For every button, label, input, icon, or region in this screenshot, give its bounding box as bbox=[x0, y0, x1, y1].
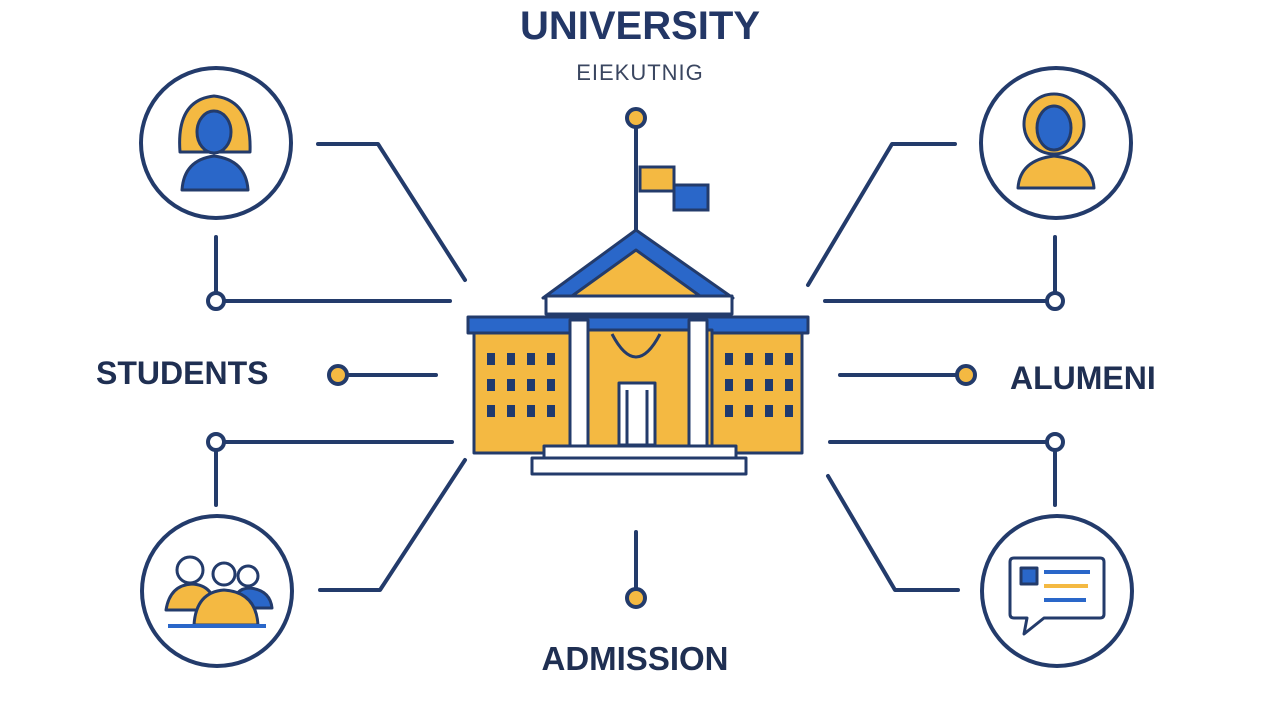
connector-bottom-right bbox=[826, 474, 960, 592]
admission-label: ADMISSION bbox=[541, 640, 729, 677]
dot-flagpole-top bbox=[625, 107, 647, 129]
diagram-subtitle: EIEKUTNIG bbox=[576, 60, 704, 85]
door bbox=[617, 381, 657, 447]
connector-dots bbox=[206, 291, 1065, 452]
column-left bbox=[568, 318, 590, 448]
dot-left-bottom bbox=[206, 432, 226, 452]
column-right bbox=[687, 318, 709, 448]
step-bottom bbox=[530, 456, 748, 476]
female-user-icon bbox=[139, 66, 293, 220]
group-people-icon bbox=[140, 514, 294, 668]
students-label: STUDENTS bbox=[96, 355, 269, 391]
male-user-icon bbox=[979, 66, 1133, 220]
university-building-icon bbox=[466, 228, 810, 476]
id-card-chat-icon bbox=[980, 514, 1134, 668]
connector-lines bbox=[214, 126, 1057, 592]
alumni-label: ALUMENI bbox=[1010, 360, 1156, 396]
dot-right-top bbox=[1045, 291, 1065, 311]
pediment-base bbox=[544, 294, 734, 316]
arch-window bbox=[610, 333, 662, 359]
step-top bbox=[542, 444, 738, 460]
dot-right-bottom bbox=[1045, 432, 1065, 452]
connector-top-left bbox=[316, 142, 467, 282]
dot-admission bbox=[625, 587, 647, 609]
connector-dots-accent bbox=[327, 107, 977, 609]
connector-bottom-left bbox=[318, 458, 467, 592]
flag-icon bbox=[638, 165, 710, 212]
right-wing bbox=[710, 331, 804, 455]
diagram-title: UNIVERSITY bbox=[519, 4, 761, 48]
dot-students bbox=[327, 364, 349, 386]
building-windows bbox=[487, 353, 793, 417]
left-wing bbox=[472, 331, 572, 455]
connector-top-right bbox=[806, 142, 957, 287]
dot-alumni bbox=[955, 364, 977, 386]
dot-left-top bbox=[206, 291, 226, 311]
